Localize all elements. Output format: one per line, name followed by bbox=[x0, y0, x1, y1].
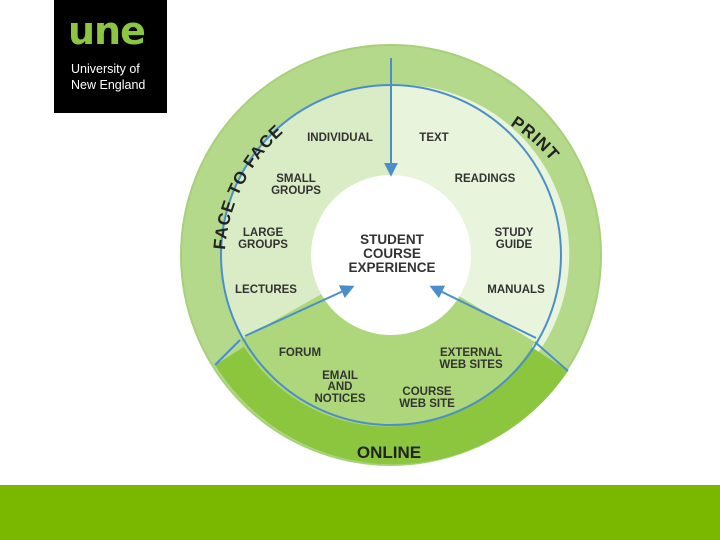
label-study-guide-1: STUDY bbox=[495, 227, 534, 239]
center-title-1: STUDENT bbox=[360, 232, 425, 247]
label-readings: READINGS bbox=[455, 173, 516, 185]
label-small-groups-2: GROUPS bbox=[271, 185, 321, 197]
footer-bar bbox=[0, 485, 720, 540]
label-study-guide-2: GUIDE bbox=[496, 239, 533, 251]
label-text: TEXT bbox=[419, 132, 448, 144]
label-course-site-2: WEB SITE bbox=[399, 398, 455, 410]
label-large-groups-1: LARGE bbox=[243, 227, 284, 239]
label-large-groups-2: GROUPS bbox=[238, 239, 288, 251]
label-email-1: EMAIL bbox=[322, 370, 358, 382]
print-inner-sector bbox=[391, 84, 570, 367]
logo-university-of: University of bbox=[71, 62, 140, 76]
center-title-2: COURSE bbox=[363, 246, 421, 261]
label-small-groups-1: SMALL bbox=[276, 173, 316, 185]
label-course-site-1: COURSE bbox=[402, 386, 452, 398]
ring-label-online: ONLINE bbox=[357, 443, 421, 462]
une-logo-mark: une bbox=[68, 9, 146, 53]
arrow-online bbox=[429, 285, 537, 339]
divider-right bbox=[534, 341, 569, 372]
center-title-3: EXPERIENCE bbox=[348, 260, 435, 275]
label-lectures: LECTURES bbox=[235, 284, 297, 296]
label-individual: INDIVIDUAL bbox=[307, 132, 373, 144]
une-logo: une University of New England bbox=[54, 0, 167, 113]
label-forum: FORUM bbox=[279, 347, 321, 359]
logo-new-england: New England bbox=[71, 78, 146, 92]
divider-left bbox=[214, 339, 241, 366]
label-email-3: NOTICES bbox=[314, 393, 365, 405]
label-email-2: AND bbox=[328, 381, 353, 393]
label-external-1: EXTERNAL bbox=[440, 347, 502, 359]
label-external-2: WEB SITES bbox=[439, 359, 503, 371]
label-manuals: MANUALS bbox=[487, 284, 545, 296]
arrow-face-to-face bbox=[244, 285, 355, 337]
online-inner-sector bbox=[240, 255, 535, 427]
course-experience-wheel: STUDENT COURSE EXPERIENCE FACE TO FACE P… bbox=[180, 44, 602, 466]
